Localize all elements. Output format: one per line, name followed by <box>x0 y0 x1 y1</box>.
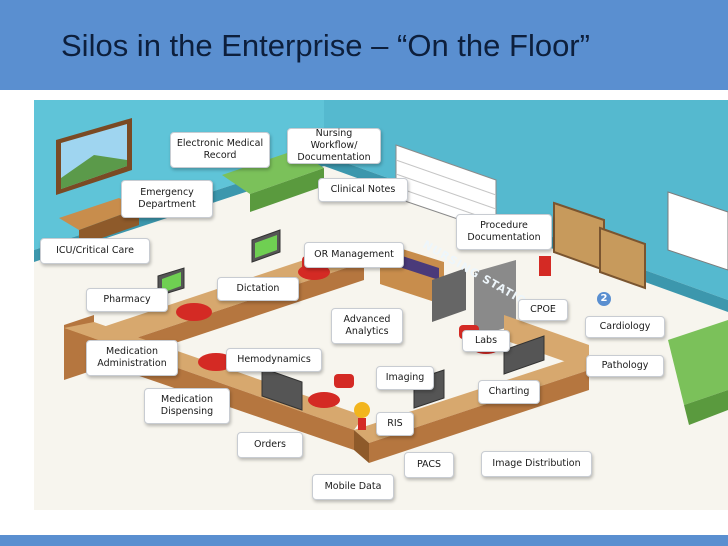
label-medication-dispensing: Medication Dispensing <box>144 388 230 424</box>
label-nursing-workflow: Nursing Workflow/ Documentation <box>287 128 381 164</box>
label-charting: Charting <box>478 380 540 404</box>
label-advanced-analytics: Advanced Analytics <box>331 308 403 344</box>
station-number-badge: 2 <box>597 292 611 306</box>
label-medication-administration: Medication Administration <box>86 340 178 376</box>
label-orders: Orders <box>237 432 303 458</box>
label-pathology: Pathology <box>586 355 664 377</box>
label-image-distribution: Image Distribution <box>481 451 592 477</box>
label-emergency-department: Emergency Department <box>121 180 213 218</box>
label-procedure-documentation: Procedure Documentation <box>456 214 552 250</box>
label-dictation: Dictation <box>217 277 299 301</box>
label-electronic-medical-record: Electronic Medical Record <box>170 132 270 168</box>
label-cardiology: Cardiology <box>585 316 665 338</box>
label-or-management: OR Management <box>304 242 404 268</box>
label-clinical-notes: Clinical Notes <box>318 178 408 202</box>
label-labs: Labs <box>462 330 510 352</box>
label-imaging: Imaging <box>376 366 434 390</box>
label-mobile-data: Mobile Data <box>312 474 394 500</box>
slide-footer-bar <box>0 535 728 546</box>
slide-title: Silos in the Enterprise – “On the Floor” <box>61 28 590 63</box>
label-icu-critical-care: ICU/Critical Care <box>40 238 150 264</box>
label-hemodynamics: Hemodynamics <box>226 348 322 372</box>
slide-header: Silos in the Enterprise – “On the Floor” <box>0 0 728 90</box>
label-cpoe: CPOE <box>518 299 568 321</box>
label-pacs: PACS <box>404 452 454 478</box>
label-pharmacy: Pharmacy <box>86 288 168 312</box>
label-ris: RIS <box>376 412 414 436</box>
